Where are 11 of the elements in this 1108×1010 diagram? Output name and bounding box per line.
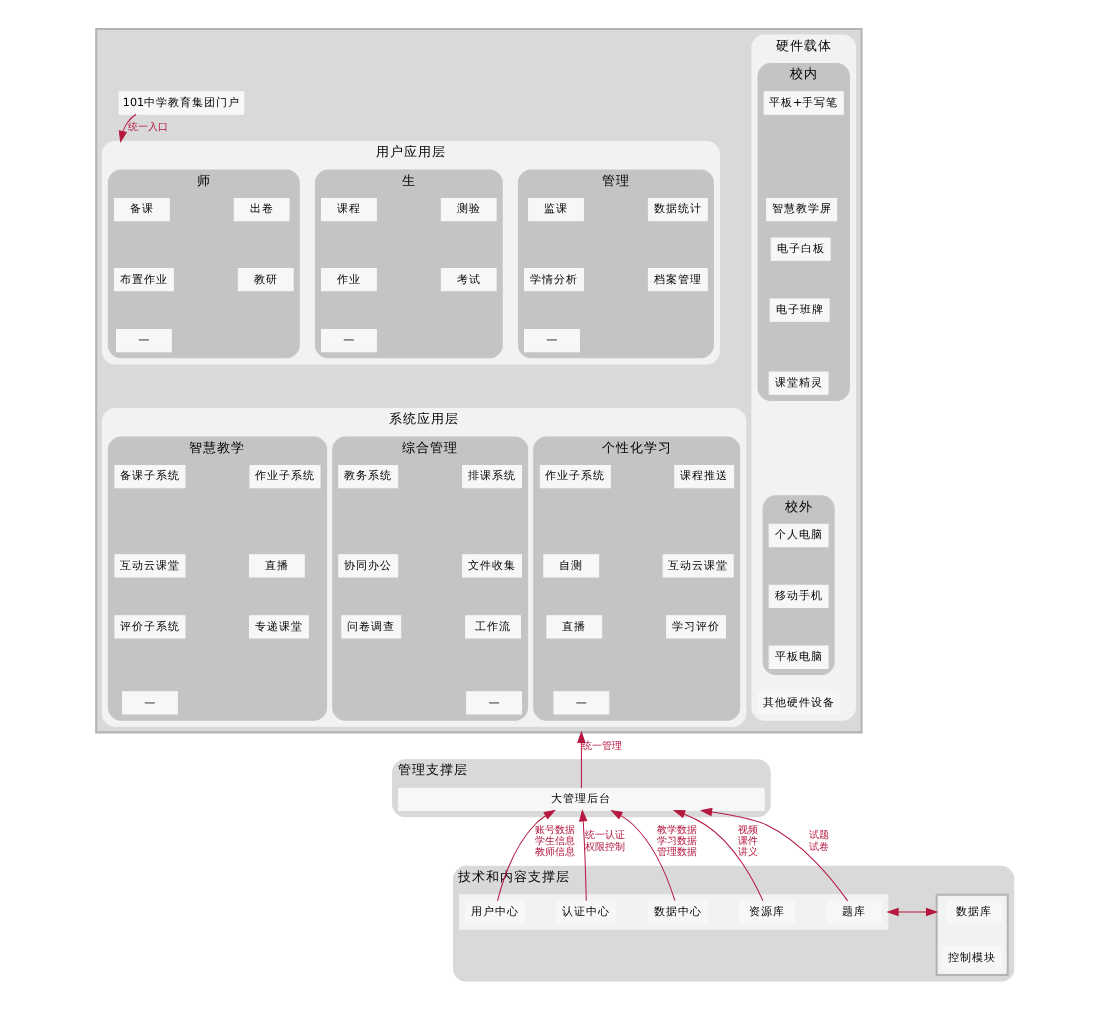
cluster (94, 27, 862, 734)
cluster (934, 893, 1008, 976)
arrow (698, 807, 848, 902)
arrow (885, 907, 938, 917)
arrow (117, 113, 136, 144)
arrow (609, 809, 675, 902)
arrow (496, 809, 555, 902)
arrow (576, 730, 585, 789)
arrow (671, 810, 763, 902)
arrow (577, 809, 587, 902)
cluster (458, 894, 888, 930)
